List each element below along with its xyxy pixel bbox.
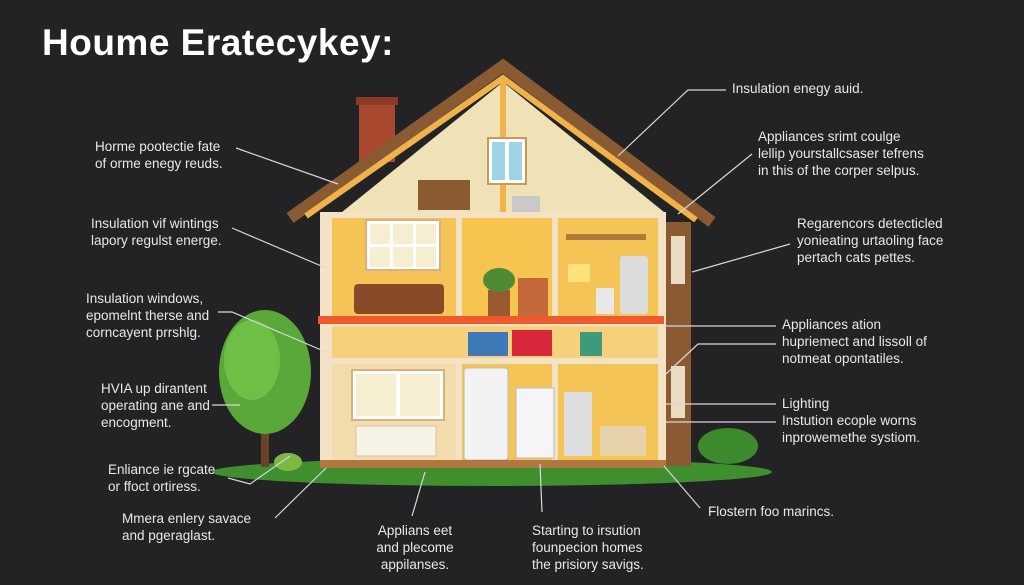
callout-lines bbox=[212, 89, 791, 519]
fridge-upper bbox=[620, 256, 648, 314]
callout-insulation-energy: Insulation enegy auid. bbox=[732, 81, 864, 96]
callout-flostern: Flostern foo marincs. bbox=[708, 504, 835, 519]
page-title: Houme Eratecykey: bbox=[42, 22, 394, 63]
roof bbox=[286, 58, 716, 227]
sofa bbox=[354, 284, 444, 314]
bush bbox=[274, 453, 302, 471]
accent-band bbox=[318, 316, 664, 324]
stove bbox=[515, 387, 555, 459]
bookshelf bbox=[518, 278, 548, 316]
bush-right bbox=[698, 428, 758, 464]
fridge-lower bbox=[463, 367, 509, 461]
